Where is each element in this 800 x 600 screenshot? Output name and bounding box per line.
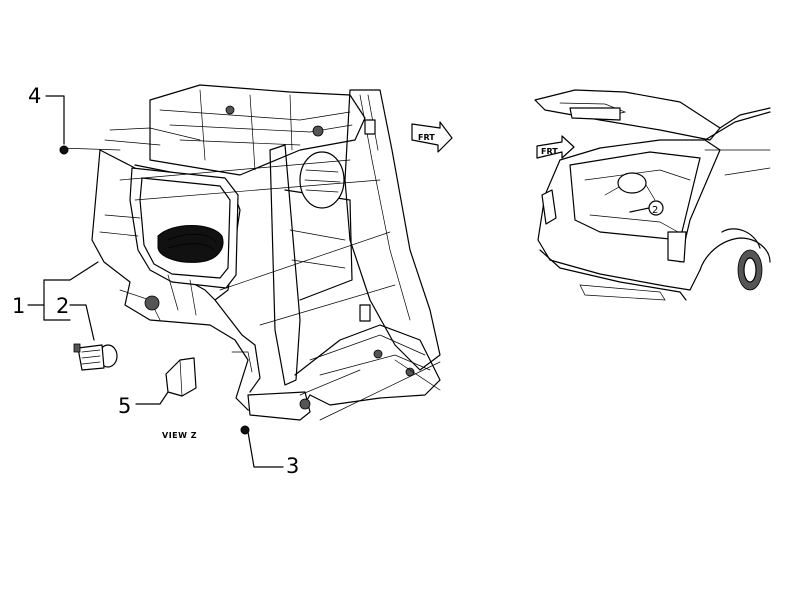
inset-callout-label: 2	[652, 205, 658, 216]
frt-label-main: FRT	[418, 133, 435, 142]
inset-vehicle-rear-view: 2 FRT	[534, 89, 771, 301]
callout-4: 4	[28, 84, 42, 108]
front-direction-arrow-icon: FRT	[536, 135, 575, 159]
upper-frame	[104, 84, 366, 176]
reference-lines	[59, 147, 441, 421]
floor-sill	[247, 304, 441, 421]
bracket-part-5	[165, 357, 197, 397]
frt-label-inset: FRT	[541, 147, 558, 156]
callout-5: 5	[118, 394, 132, 418]
callout-2: 2	[56, 294, 70, 318]
quarter-trim-panel	[91, 149, 311, 413]
callout-1: 1	[12, 294, 26, 318]
rear-pillar	[269, 89, 441, 386]
front-direction-arrow-icon: FRT	[411, 121, 453, 153]
leader-lines	[27, 95, 284, 468]
bolt-icon	[59, 145, 69, 155]
view-z-label: VIEW Z	[162, 431, 198, 440]
main-assembly-view: FRT	[27, 84, 453, 468]
push-pin-clip-icon	[73, 343, 118, 371]
callout-3: 3	[286, 454, 300, 478]
